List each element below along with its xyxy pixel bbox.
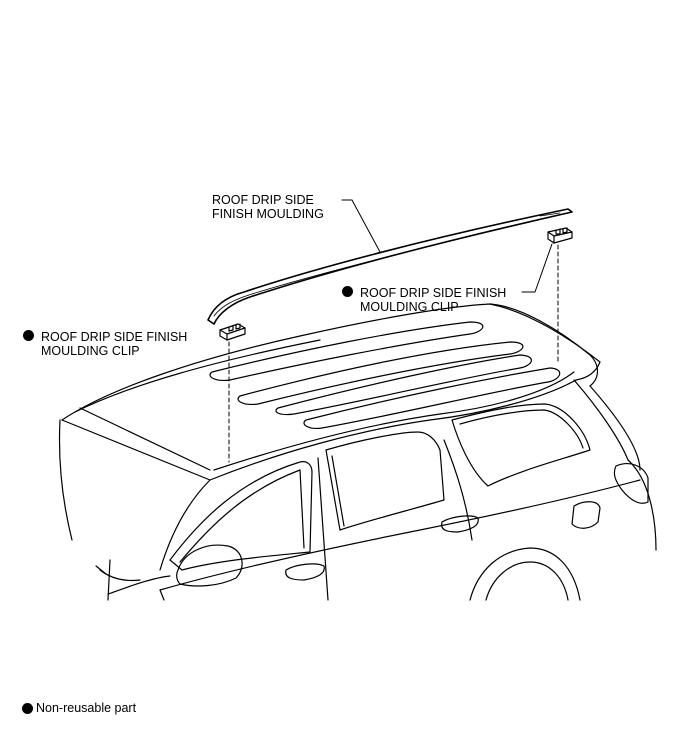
roof-drip-side-finish-moulding <box>207 208 573 325</box>
moulding-label-line1: ROOF DRIP SIDE <box>212 193 314 207</box>
clip-left-label-line2: MOULDING CLIP <box>41 344 140 358</box>
right-clip-leader-line <box>521 243 553 293</box>
clip-right-label-line1: ROOF DRIP SIDE FINISH <box>360 286 507 300</box>
non-reusable-bullet-icon <box>342 286 353 297</box>
clip-left-label: ROOF DRIP SIDE FINISH MOULDING CLIP <box>41 330 187 358</box>
vehicle-body <box>58 303 657 601</box>
clip-right-label: ROOF DRIP SIDE FINISH MOULDING CLIP <box>360 286 506 314</box>
legend-text: Non-reusable part <box>36 701 137 715</box>
non-reusable-bullet-icon <box>23 330 34 341</box>
moulding-label-line2: FINISH MOULDING <box>212 207 324 221</box>
right-moulding-clip <box>547 227 573 244</box>
clip-right-label-line2: MOULDING CLIP <box>360 300 459 314</box>
left-moulding-clip <box>219 323 246 341</box>
moulding-label: ROOF DRIP SIDE FINISH MOULDING <box>212 193 324 221</box>
clip-left-label-line1: ROOF DRIP SIDE FINISH <box>41 330 188 344</box>
legend-bullet-icon <box>22 703 33 714</box>
moulding-leader-line <box>341 199 381 253</box>
